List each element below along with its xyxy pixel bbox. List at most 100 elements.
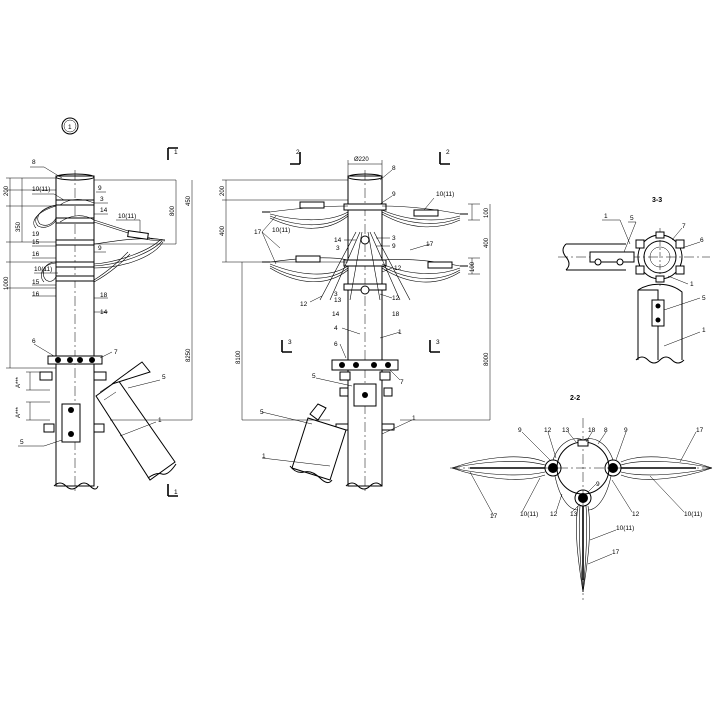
- tension-clamp: [299, 201, 325, 209]
- svg-text:9: 9: [624, 427, 628, 434]
- svg-text:3: 3: [288, 339, 292, 346]
- svg-text:9: 9: [392, 191, 396, 198]
- svg-text:17: 17: [696, 427, 704, 434]
- svg-text:1: 1: [398, 329, 402, 336]
- view-1: 1 1 1: [4, 117, 193, 497]
- svg-text:10(11): 10(11): [436, 191, 454, 198]
- svg-text:14: 14: [334, 237, 342, 244]
- svg-text:1: 1: [158, 417, 162, 424]
- svg-text:1: 1: [690, 281, 694, 288]
- pole-body: [347, 175, 383, 487]
- strut-pole: [289, 403, 347, 484]
- band: [55, 217, 95, 224]
- svg-text:8000: 8000: [484, 352, 490, 366]
- svg-text:17: 17: [426, 241, 434, 248]
- svg-text:200: 200: [220, 185, 226, 196]
- svg-text:1: 1: [174, 489, 178, 496]
- svg-text:1: 1: [702, 327, 706, 334]
- tension-clamp: [127, 230, 149, 240]
- svg-text:3: 3: [392, 235, 396, 242]
- cable: [451, 456, 546, 469]
- svg-text:5: 5: [162, 374, 166, 381]
- svg-text:10(11): 10(11): [118, 213, 136, 220]
- svg-text:8: 8: [604, 427, 608, 434]
- svg-text:10(11): 10(11): [684, 511, 702, 518]
- svg-text:1: 1: [604, 213, 608, 220]
- band: [55, 239, 95, 246]
- svg-text:12: 12: [394, 265, 402, 272]
- svg-text:100: 100: [484, 207, 490, 218]
- svg-text:3: 3: [336, 245, 340, 252]
- svg-text:8: 8: [392, 165, 396, 172]
- svg-text:1000: 1000: [4, 276, 10, 290]
- svg-text:400: 400: [484, 237, 490, 248]
- svg-text:7: 7: [114, 349, 118, 356]
- bracket-plate: [61, 403, 81, 443]
- svg-text:1: 1: [412, 415, 416, 422]
- svg-text:5: 5: [260, 409, 264, 416]
- svg-text:5: 5: [20, 439, 24, 446]
- svg-text:18: 18: [100, 292, 108, 299]
- svg-text:18: 18: [588, 427, 596, 434]
- svg-text:12: 12: [300, 301, 308, 308]
- svg-text:A***: A***: [16, 406, 22, 418]
- svg-text:9: 9: [98, 185, 102, 192]
- cable: [576, 505, 584, 593]
- svg-text:9: 9: [98, 245, 102, 252]
- svg-text:9: 9: [596, 481, 600, 488]
- svg-text:10(11): 10(11): [32, 186, 50, 193]
- svg-text:7: 7: [682, 223, 686, 230]
- section-2-2: 2-2: [450, 395, 713, 600]
- svg-text:12: 12: [392, 295, 400, 302]
- svg-text:17: 17: [612, 549, 620, 556]
- svg-text:15: 15: [32, 239, 40, 246]
- svg-text:6: 6: [334, 341, 338, 348]
- tension-clamp: [427, 261, 453, 269]
- svg-text:3: 3: [436, 339, 440, 346]
- svg-text:Ø220: Ø220: [354, 157, 369, 163]
- tension-clamp: [413, 209, 439, 217]
- svg-text:12: 12: [632, 511, 640, 518]
- cross-bracket: [47, 355, 103, 365]
- svg-text:5: 5: [312, 373, 316, 380]
- svg-text:4: 4: [334, 325, 338, 332]
- callouts-view1: 8 10(11) 9 3 14 19 15 16 9 10(11) 10(11)…: [18, 159, 166, 447]
- svg-text:6: 6: [32, 338, 36, 345]
- svg-text:16: 16: [32, 291, 40, 298]
- cable-loop: [43, 261, 57, 282]
- svg-text:10(11): 10(11): [520, 511, 538, 518]
- view-marker-circle: [61, 117, 79, 135]
- svg-text:8250: 8250: [186, 348, 192, 362]
- svg-text:14: 14: [100, 309, 108, 316]
- svg-text:14: 14: [332, 311, 340, 318]
- band: [55, 275, 95, 282]
- cable: [620, 456, 713, 469]
- svg-text:13: 13: [334, 297, 342, 304]
- svg-text:13: 13: [570, 511, 578, 518]
- band: [55, 199, 95, 206]
- svg-text:6: 6: [700, 237, 704, 244]
- svg-text:17: 17: [254, 229, 262, 236]
- svg-text:7: 7: [400, 379, 404, 386]
- section-title: 2-2: [570, 395, 580, 402]
- svg-text:1: 1: [262, 453, 266, 460]
- view-marker-label: 1: [68, 124, 72, 131]
- svg-text:16: 16: [32, 251, 40, 258]
- svg-text:8100: 8100: [236, 350, 242, 364]
- svg-text:2: 2: [296, 149, 300, 156]
- svg-text:100: 100: [470, 261, 476, 272]
- svg-text:10(11): 10(11): [272, 227, 290, 234]
- svg-text:3: 3: [334, 291, 338, 298]
- svg-text:10(11): 10(11): [34, 266, 52, 273]
- svg-text:3: 3: [100, 196, 104, 203]
- crossarm: [566, 243, 626, 271]
- svg-text:9: 9: [392, 243, 396, 250]
- callouts-section22: 9 12 13 18 8 9 17 9 17 10(11) 13 12 12: [469, 427, 704, 565]
- svg-text:2: 2: [446, 149, 450, 156]
- svg-text:9: 9: [518, 427, 522, 434]
- section-title: 3-3: [652, 197, 662, 204]
- break-line: [53, 482, 99, 490]
- svg-text:15: 15: [32, 279, 40, 286]
- section-mark-top: [167, 147, 178, 160]
- svg-text:18: 18: [392, 311, 400, 318]
